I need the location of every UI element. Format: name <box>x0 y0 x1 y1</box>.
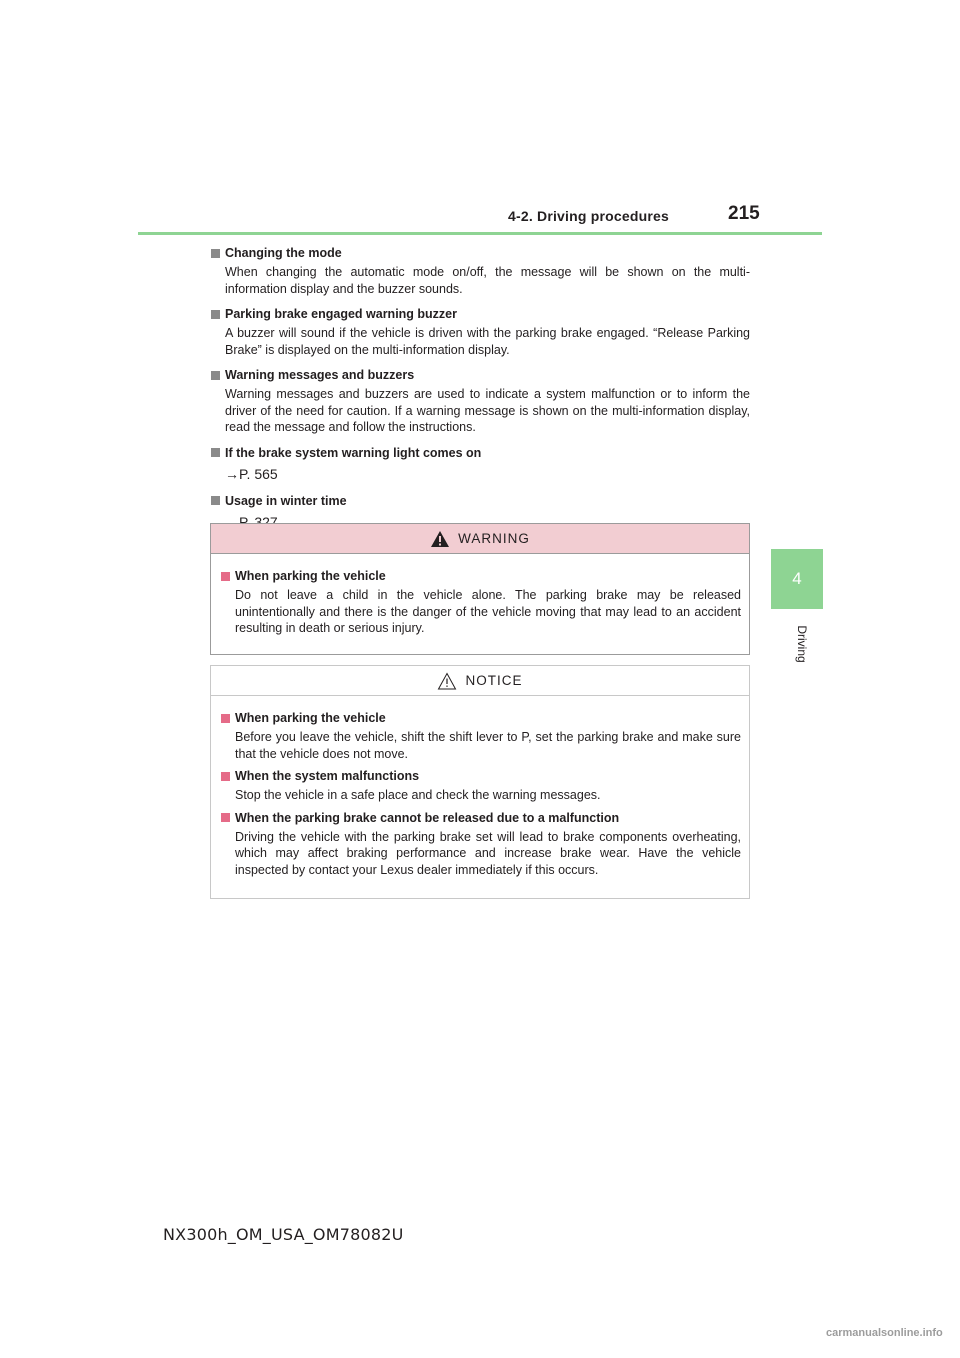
section-warning-messages: Warning messages and buzzers Warning mes… <box>210 366 750 436</box>
header-rule <box>138 232 822 235</box>
notice-box-title: NOTICE <box>211 666 749 696</box>
notice-item-heading: When the system malfunctions <box>235 769 420 783</box>
document-code: NX300h_OM_USA_OM78082U <box>163 1225 404 1244</box>
notice-title-text: NOTICE <box>465 673 523 688</box>
page-reference-link[interactable]: →P. 565 <box>225 465 278 482</box>
bullet-square-icon <box>211 496 220 505</box>
page-number: 215 <box>728 203 760 224</box>
section-body: Warning messages and buzzers are used to… <box>225 387 750 434</box>
warning-box-title: WARNING <box>211 524 749 554</box>
section-brake-warning-light: If the brake system warning light comes … <box>210 444 750 484</box>
bullet-square-icon <box>211 370 220 380</box>
bullet-square-icon <box>221 813 230 822</box>
section-heading: Changing the mode <box>225 246 342 260</box>
section-changing-mode: Changing the mode When changing the auto… <box>210 244 750 297</box>
warning-item: When parking the vehicle Do not leave a … <box>220 567 741 637</box>
section-heading: Warning messages and buzzers <box>225 368 415 382</box>
notice-item-body: Before you leave the vehicle, shift the … <box>235 730 741 761</box>
bullet-square-icon <box>221 713 230 723</box>
main-content: Changing the mode When changing the auto… <box>210 244 750 540</box>
warning-title-text: WARNING <box>458 531 530 546</box>
section-heading: Parking brake engaged warning buzzer <box>225 307 458 321</box>
chapter-side-label: Driving <box>788 617 809 677</box>
section-heading: If the brake system warning light comes … <box>225 445 482 460</box>
chapter-tab: 4 <box>771 549 823 609</box>
notice-item: When the parking brake cannot be release… <box>220 809 741 879</box>
section-body: When changing the automatic mode on/off,… <box>225 265 750 296</box>
watermark-text: carmanualsonline.info <box>826 1327 943 1339</box>
section-parking-brake-buzzer: Parking brake engaged warning buzzer A b… <box>210 305 750 358</box>
notice-item: When the system malfunctions Stop the ve… <box>220 767 741 804</box>
notice-item-body: Driving the vehicle with the parking bra… <box>235 829 741 877</box>
bullet-square-icon <box>211 248 220 258</box>
bullet-square-icon <box>221 571 230 581</box>
bullet-square-icon <box>211 309 220 319</box>
notice-item-heading: When the parking brake cannot be release… <box>235 810 620 825</box>
warning-box: WARNING When parking the vehicle Do not … <box>210 523 750 655</box>
section-body: A buzzer will sound if the vehicle is dr… <box>225 326 750 357</box>
notice-triangle-icon <box>438 671 457 689</box>
notice-item: When parking the vehicle Before you leav… <box>220 709 741 762</box>
bullet-square-icon <box>211 448 220 457</box>
notice-item-heading: When parking the vehicle <box>235 711 386 725</box>
notice-item-body: Stop the vehicle in a safe place and che… <box>235 788 601 802</box>
section-heading: Usage in winter time <box>225 493 347 508</box>
warning-triangle-icon <box>431 530 450 547</box>
warning-item-heading: When parking the vehicle <box>235 569 386 583</box>
bullet-square-icon <box>221 771 230 781</box>
warning-item-body: Do not leave a child in the vehicle alon… <box>235 588 741 635</box>
chapter-side-label-text: Driving <box>795 625 809 663</box>
chapter-header-title: 4-2. Driving procedures <box>508 208 669 224</box>
notice-box: NOTICE When parking the vehicle Before y… <box>210 665 750 899</box>
